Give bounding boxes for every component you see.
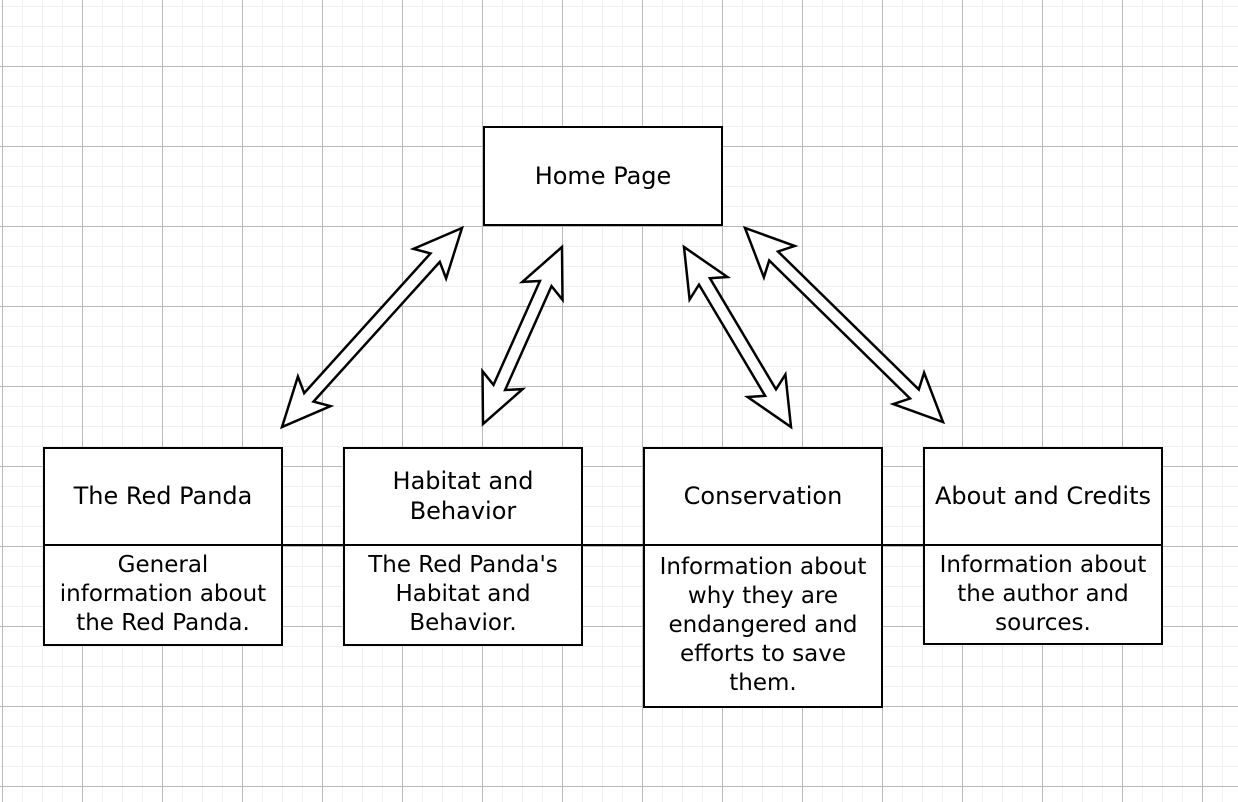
page-description-cell: The Red Panda's Habitat and Behavior. (345, 546, 581, 645)
page-description: Information about the author and sources… (939, 551, 1147, 636)
page-node-red-panda[interactable]: The Red Panda General information about … (43, 447, 283, 646)
page-description: Information about why they are endangere… (659, 554, 867, 697)
page-node-about-credits[interactable]: About and Credits Information about the … (923, 447, 1163, 645)
double-arrow-home-red-panda[interactable] (279, 225, 465, 430)
double-arrow-home-about-credits[interactable] (742, 225, 946, 425)
home-page-label: Home Page (534, 162, 672, 190)
page-node-habitat-behavior[interactable]: Habitat and Behavior The Red Panda's Hab… (343, 447, 583, 646)
home-page-node[interactable]: Home Page (483, 126, 723, 226)
double-arrow-home-conservation[interactable] (682, 244, 793, 430)
page-title: Conservation (645, 449, 881, 546)
page-title: Habitat and Behavior (345, 449, 581, 546)
page-row-connector-line[interactable] (43, 543, 1163, 546)
page-node-conservation[interactable]: Conservation Information about why they … (643, 447, 883, 708)
page-title: The Red Panda (45, 449, 281, 546)
page-title: About and Credits (925, 449, 1161, 546)
double-arrow-home-habitat-behavior[interactable] (481, 244, 564, 427)
page-description-cell: Information about the author and sources… (925, 546, 1161, 644)
page-description: The Red Panda's Habitat and Behavior. (368, 552, 558, 637)
page-description-cell: Information about why they are endangere… (645, 546, 881, 707)
page-description: General information about the Red Panda. (59, 552, 267, 637)
page-description-cell: General information about the Red Panda. (45, 546, 281, 645)
